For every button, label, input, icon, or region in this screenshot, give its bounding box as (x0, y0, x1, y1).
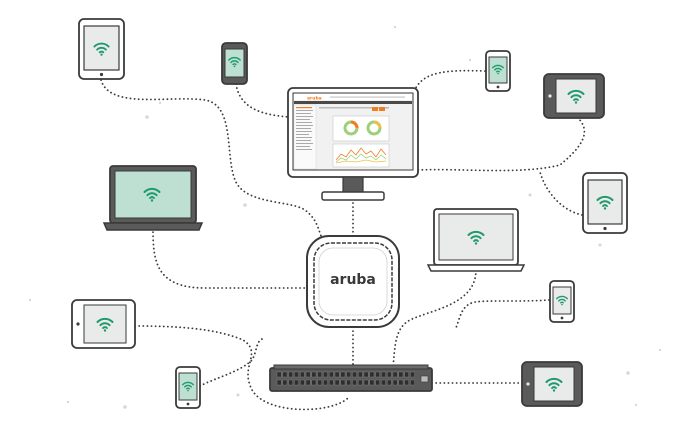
switch-port (288, 379, 294, 386)
dashboard-logo: aruba (307, 96, 322, 102)
connector-phone-right-mid (454, 299, 550, 331)
switch-port (352, 371, 357, 378)
tablet-right-middle (582, 172, 628, 234)
switch-port (375, 379, 381, 386)
phone-top-dark (221, 42, 248, 85)
connector-phone-top (235, 83, 290, 118)
connector-laptop-right (392, 269, 477, 369)
switch-port (381, 379, 386, 386)
switch-port (410, 371, 415, 378)
switch-port (375, 371, 381, 378)
phone-bottom-left (175, 366, 201, 409)
switch-port (276, 379, 282, 386)
phone-right-middle (549, 280, 575, 323)
switch-port (317, 371, 323, 378)
switch-port (387, 371, 392, 378)
switch-port (398, 379, 404, 386)
connector-tablet-right-middle (539, 171, 583, 216)
switch-port (381, 371, 386, 378)
switch-port (334, 379, 340, 386)
access-point-brand-label: aruba (330, 272, 376, 288)
switch-port (363, 371, 369, 378)
dashboard-screen: aruba (293, 94, 412, 170)
switch-port (300, 371, 305, 378)
switch-port (311, 379, 317, 386)
tablet-bottom-right (521, 361, 583, 407)
switch-port (369, 371, 375, 378)
switch-port (288, 371, 294, 378)
laptop-right (426, 208, 526, 272)
switch-port (358, 371, 363, 378)
switch-port (404, 371, 410, 378)
switch-port (294, 379, 299, 386)
switch-port (392, 371, 398, 378)
switch-port (346, 379, 352, 386)
switch-port (369, 379, 375, 386)
connector-phone-right-top (413, 69, 486, 93)
switch-port (329, 379, 334, 386)
switch-port (282, 371, 288, 378)
switch-port (358, 379, 363, 386)
switch-port (340, 371, 346, 378)
switch-port (323, 379, 328, 386)
switch-port (317, 379, 323, 386)
switch-port (276, 371, 282, 378)
switch-port (387, 379, 392, 386)
monitor: aruba (287, 87, 419, 201)
switch-port (404, 379, 410, 386)
switch-port (305, 371, 311, 378)
switch-port (352, 379, 357, 386)
connector-phone-bottom-left (199, 337, 266, 387)
tablet-landscape-dark (543, 73, 605, 119)
connector-lines (100, 69, 586, 411)
switch-port (329, 371, 334, 378)
switch-port (294, 371, 299, 378)
switch-port (282, 379, 288, 386)
switch-port (363, 379, 369, 386)
switch-port (311, 371, 317, 378)
laptop-left (102, 165, 204, 231)
switch-port (410, 379, 415, 386)
connector-tablet-right-top (417, 99, 586, 172)
connector-tablet-left (134, 325, 349, 411)
switch-port (323, 371, 328, 378)
switch-port (392, 379, 398, 386)
phone-right-top (485, 50, 511, 92)
background-dots (28, 25, 662, 409)
switch-port (334, 371, 340, 378)
switch-port (398, 371, 404, 378)
switch-port (340, 379, 346, 386)
switch-port (300, 379, 305, 386)
network-switch (269, 364, 433, 392)
tablet-landscape-left (71, 299, 136, 349)
connector-laptop-left (152, 227, 311, 289)
tablet-top-left (78, 18, 125, 80)
switch-port (305, 379, 311, 386)
access-point: aruba (306, 235, 400, 328)
connector-tablet-top-left (100, 79, 323, 239)
switch-port (346, 371, 352, 378)
switch-ports (276, 371, 415, 386)
